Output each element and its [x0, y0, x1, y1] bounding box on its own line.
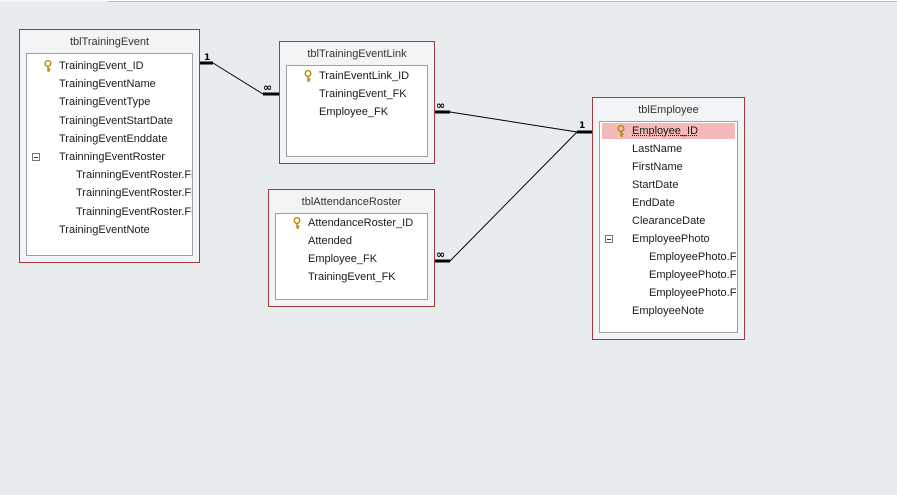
- field-name: TrainingEvent_FK: [319, 88, 407, 100]
- relationship-line-link-employee-diag: [449, 111, 578, 133]
- field-row[interactable]: TrainingEventType: [27, 94, 192, 110]
- field-row[interactable]: Employee_ID: [600, 123, 737, 139]
- window-top-edge: [0, 0, 897, 2]
- field-name: EmployeePhoto.FileName: [649, 269, 737, 281]
- rel-many-label-roster: ∞: [436, 248, 446, 261]
- rel-one-label-employee: 1: [579, 121, 586, 131]
- collapse-icon[interactable]: [605, 235, 613, 243]
- field-name: Employee_FK: [308, 253, 378, 265]
- field-row[interactable]: AttendanceRoster_ID: [276, 215, 427, 231]
- field-name: EndDate: [632, 197, 675, 209]
- field-name: EmployeePhoto.FileData: [649, 251, 737, 263]
- field-name: TrainingEventStartDate: [59, 114, 173, 127]
- field-row[interactable]: TrainningEventRoster.FileName: [27, 185, 192, 201]
- selection-highlight: [602, 123, 735, 139]
- field-row[interactable]: Employee_FK: [276, 251, 427, 267]
- key-icon: [43, 60, 53, 72]
- field-name: TrainingEventType: [59, 96, 151, 109]
- rel-many-label-link-employee: ∞: [436, 99, 446, 112]
- field-name: TrainingEventNote: [59, 223, 150, 236]
- field-row[interactable]: EmployeePhoto: [600, 231, 737, 247]
- field-row[interactable]: TrainingEvent_FK: [276, 269, 427, 285]
- field-list[interactable]: TrainEventLink_ID TrainingEvent_FK Employe…: [286, 65, 428, 157]
- field-name: Attended: [308, 235, 353, 247]
- field-name: TrainningEventRoster.FileName: [76, 187, 192, 200]
- field-name: AttendanceRoster_ID: [308, 217, 414, 229]
- field-name: EmployeePhoto.FileType: [649, 287, 737, 299]
- field-row[interactable]: TrainningEventRoster: [27, 149, 192, 165]
- key-icon: [303, 70, 313, 82]
- field-row[interactable]: TrainingEventStartDate: [27, 113, 192, 129]
- rel-one-label-event: 1: [204, 53, 211, 63]
- table-title[interactable]: tblTrainingEventLink: [307, 48, 407, 60]
- field-row[interactable]: Attended: [276, 233, 427, 249]
- field-name: LastName: [632, 143, 683, 155]
- field-name: TrainningEventRoster: [59, 151, 165, 163]
- field-name: TrainningEventRoster.FileType: [76, 205, 192, 218]
- field-row[interactable]: TrainingEventName: [27, 76, 192, 92]
- key-icon: [616, 125, 626, 137]
- field-row[interactable]: TrainningEventRoster.FileType: [27, 204, 192, 220]
- field-name: Employee_FK: [319, 106, 389, 118]
- field-row[interactable]: LastName: [600, 141, 737, 157]
- field-name: TrainingEventName: [59, 78, 156, 91]
- field-row[interactable]: TrainingEvent_ID: [27, 58, 192, 74]
- field-name: EmployeeNote: [632, 305, 705, 317]
- collapse-icon[interactable]: [32, 153, 40, 161]
- field-name: TrainingEvent_FK: [308, 271, 396, 283]
- field-name: FirstName: [632, 161, 683, 173]
- field-name: Employee_ID: [632, 125, 699, 137]
- field-name: TrainingEventEnddate: [59, 132, 168, 145]
- table-title[interactable]: tblTrainingEvent: [69, 36, 150, 48]
- field-row[interactable]: TrainingEventNote: [27, 222, 192, 238]
- field-row[interactable]: EmployeePhoto.FileData: [600, 249, 737, 265]
- field-row[interactable]: TrainingEventEnddate: [27, 131, 192, 147]
- field-row[interactable]: EndDate: [600, 195, 737, 211]
- field-name: StartDate: [632, 179, 679, 191]
- field-row[interactable]: ClearanceDate: [600, 213, 737, 229]
- field-row[interactable]: EmployeePhoto.FileType: [600, 285, 737, 301]
- field-row[interactable]: TrainningEventRoster.FileData: [27, 167, 192, 183]
- field-name: EmployeePhoto: [632, 233, 710, 245]
- field-row[interactable]: Employee_FK: [287, 104, 427, 120]
- field-name: TrainEventLink_ID: [319, 70, 410, 82]
- table-title[interactable]: tblEmployee: [638, 104, 699, 116]
- field-row[interactable]: TrainingEvent_FK: [287, 86, 427, 102]
- document-tab-strip: [108, 0, 897, 2]
- field-row[interactable]: StartDate: [600, 177, 737, 193]
- relationship-line-event-link-diag: [212, 62, 264, 95]
- relationship-line-roster-employee-diag: [449, 131, 578, 262]
- field-row[interactable]: FirstName: [600, 159, 737, 175]
- field-name: TrainningEventRoster.FileData: [76, 169, 192, 182]
- field-row[interactable]: EmployeeNote: [600, 303, 737, 319]
- field-name: TrainingEvent_ID: [59, 60, 144, 72]
- table-title[interactable]: tblAttendanceRoster: [301, 196, 402, 208]
- field-row[interactable]: TrainEventLink_ID: [287, 68, 427, 84]
- field-row[interactable]: EmployeePhoto.FileName: [600, 267, 737, 283]
- rel-many-label-link-event: ∞: [263, 81, 273, 94]
- key-icon: [292, 217, 302, 229]
- field-name: ClearanceDate: [632, 215, 706, 227]
